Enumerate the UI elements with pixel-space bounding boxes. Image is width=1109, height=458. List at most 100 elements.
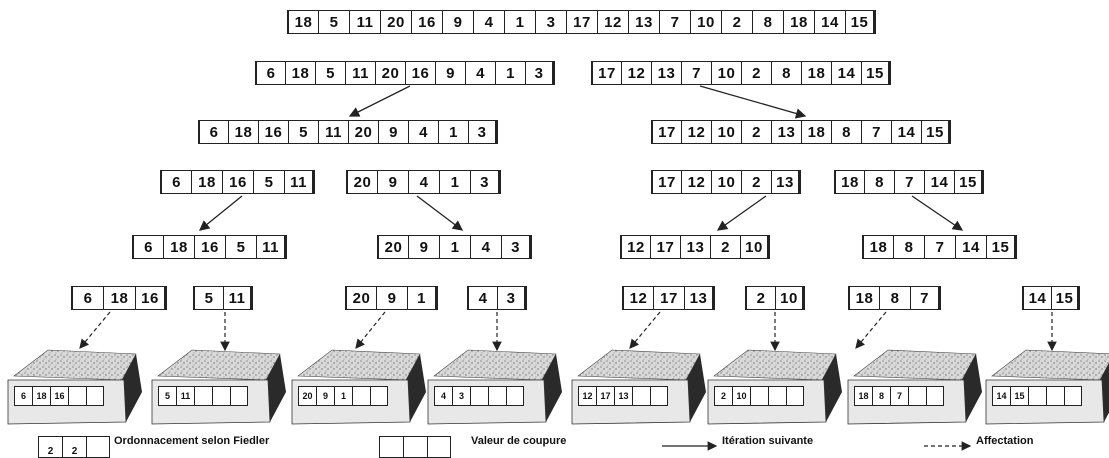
array-cell: 8 xyxy=(771,61,801,85)
array-cell: 2 xyxy=(741,170,771,194)
array-cell: 11 xyxy=(223,286,253,310)
array-cell: 7 xyxy=(659,10,690,34)
next-iteration-arrow xyxy=(417,196,462,230)
next-iteration-arrow xyxy=(700,86,805,116)
array-cell: 5 xyxy=(288,120,318,144)
array-cell: 13 xyxy=(771,120,801,144)
array-cell: 3 xyxy=(525,61,555,85)
processor-slot xyxy=(86,386,104,406)
processor-slot xyxy=(632,386,650,406)
array-cell: 14 xyxy=(814,10,845,34)
array-cell: 1 xyxy=(439,235,470,259)
array-cell: 1 xyxy=(504,10,535,34)
array-cell: 18 xyxy=(103,286,135,310)
array-cell: 18 xyxy=(285,61,315,85)
processor-slot: 3 xyxy=(452,386,470,406)
array-cell: 15 xyxy=(986,235,1017,259)
processor-slot: 8 xyxy=(872,386,890,406)
array-cell: 10 xyxy=(740,235,770,259)
array-cell: 18 xyxy=(801,120,831,144)
array-cell: 12 xyxy=(621,61,651,85)
processor-slot xyxy=(212,386,230,406)
legend-cut-cell xyxy=(403,436,427,458)
processor-slot xyxy=(488,386,506,406)
array-cell: 16 xyxy=(411,10,442,34)
array-cell: 15 xyxy=(845,10,876,34)
array-cell: 5 xyxy=(193,286,223,310)
processor-slot: 9 xyxy=(316,386,334,406)
array-cell: 17 xyxy=(566,10,597,34)
array-cell: 5 xyxy=(315,61,345,85)
array-cell: 13 xyxy=(771,170,801,194)
array-cell: 15 xyxy=(1051,286,1080,310)
legend-fiedler-box: 2 2 xyxy=(38,436,110,458)
array-cell: 7 xyxy=(910,286,941,310)
legend-cut-box xyxy=(379,436,451,458)
array-cell: 13 xyxy=(680,235,710,259)
processor-slot xyxy=(650,386,668,406)
array-cell: 10 xyxy=(775,286,805,310)
array-cell: 18 xyxy=(801,61,831,85)
array-cell: 10 xyxy=(690,10,721,34)
array-cell: 18 xyxy=(848,286,879,310)
array-cell: 20 xyxy=(380,10,411,34)
array-cell: 6 xyxy=(132,235,163,259)
array-cell: 15 xyxy=(861,61,891,85)
array-cell: 11 xyxy=(256,235,287,259)
array-cell: 8 xyxy=(752,10,783,34)
legend-fiedler-label: Ordonnacement selon Fiedler xyxy=(114,435,269,447)
processor-slot: 13 xyxy=(614,386,632,406)
processor-slot xyxy=(768,386,786,406)
legend-fiedler-cell xyxy=(86,436,110,458)
processor-slot xyxy=(506,386,524,406)
array-cell: 2 xyxy=(745,286,775,310)
processor-slot: 18 xyxy=(854,386,872,406)
legend-cut-cell xyxy=(427,436,451,458)
assignment-arrow xyxy=(630,312,660,348)
array-cell: 13 xyxy=(628,10,659,34)
assignment-arrow xyxy=(80,312,110,348)
array-cell: 12 xyxy=(681,120,711,144)
array-cell: 16 xyxy=(135,286,167,310)
array-cell: 8 xyxy=(893,235,924,259)
array-cell: 18 xyxy=(287,10,318,34)
array-cell: 17 xyxy=(650,235,680,259)
array-cell: 17 xyxy=(651,120,681,144)
array-cell: 3 xyxy=(501,235,532,259)
array-cell: 15 xyxy=(921,120,951,144)
array-cell: 1 xyxy=(438,120,468,144)
array-cell: 4 xyxy=(470,235,501,259)
next-iteration-arrow xyxy=(200,196,242,230)
array-cell: 14 xyxy=(924,170,954,194)
array-cell: 18 xyxy=(834,170,864,194)
processor-slot xyxy=(926,386,944,406)
array-cell: 5 xyxy=(318,10,349,34)
legend-cut-cell xyxy=(379,436,403,458)
array-cell: 17 xyxy=(651,170,681,194)
array-cell: 8 xyxy=(864,170,894,194)
array-cell: 18 xyxy=(862,235,893,259)
array-cell: 11 xyxy=(345,61,375,85)
array-cell: 7 xyxy=(894,170,924,194)
array-cell: 3 xyxy=(470,170,501,194)
array-cell: 9 xyxy=(435,61,465,85)
processor-slot xyxy=(194,386,212,406)
array-cell: 6 xyxy=(71,286,103,310)
processor-slot xyxy=(908,386,926,406)
processor-slot xyxy=(786,386,804,406)
array-cell: 10 xyxy=(711,61,741,85)
processor-slot: 6 xyxy=(14,386,32,406)
